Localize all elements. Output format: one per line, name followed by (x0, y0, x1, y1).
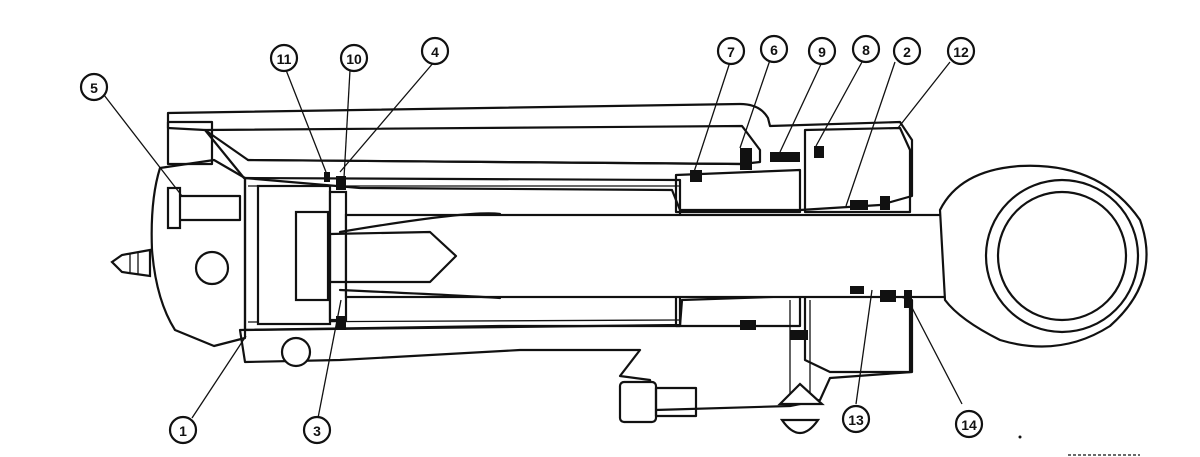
scan-marks (1018, 435, 1140, 456)
cap-end (110, 120, 312, 368)
callout-14: 14 (954, 409, 984, 439)
leader-lines (103, 59, 963, 419)
callout-6: 6 (759, 34, 789, 64)
callout-7-label: 7 (727, 44, 735, 60)
callout-3-label: 3 (313, 423, 321, 439)
callout-2-label: 2 (903, 44, 911, 60)
callout-10: 10 (339, 43, 369, 73)
callout-13-label: 13 (848, 412, 864, 428)
callout-1: 1 (168, 415, 198, 445)
callout-11-label: 11 (277, 51, 292, 67)
callout-12: 12 (946, 36, 976, 66)
callout-5: 5 (79, 72, 109, 102)
callout-11: 11 (269, 43, 299, 73)
callout-2: 2 (892, 36, 922, 66)
barrel-lower-wall (238, 288, 914, 412)
callout-10-label: 10 (346, 51, 362, 67)
callout-3: 3 (302, 415, 332, 445)
callout-6-label: 6 (770, 42, 778, 58)
callout-9: 9 (807, 36, 837, 66)
callout-4-label: 4 (431, 44, 439, 60)
piston-rod (328, 212, 968, 300)
callout-9-label: 9 (818, 44, 826, 60)
ports (618, 300, 825, 435)
callout-12-label: 12 (953, 44, 969, 60)
callout-4: 4 (420, 36, 450, 66)
callout-5-label: 5 (90, 80, 98, 96)
piston (256, 172, 348, 330)
rod-eye (938, 164, 1148, 348)
callout-8: 8 (851, 34, 881, 64)
callout-7: 7 (716, 36, 746, 66)
callout-14-label: 14 (961, 417, 977, 433)
callout-13: 13 (841, 404, 871, 434)
callout-8-label: 8 (862, 42, 870, 58)
callout-1-label: 1 (179, 423, 187, 439)
barrel-upper-wall (166, 102, 914, 212)
gland-seals (690, 146, 912, 340)
